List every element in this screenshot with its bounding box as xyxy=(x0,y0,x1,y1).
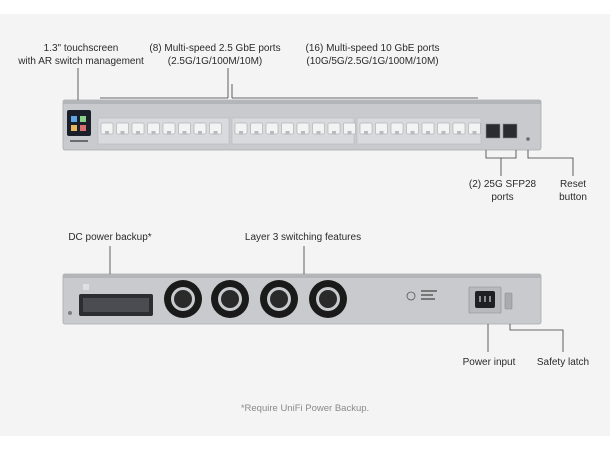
rear-label-text xyxy=(421,290,437,292)
ports-10g-label: (16) Multi-speed 10 GbE ports (10G/5G/2.… xyxy=(290,42,455,68)
touchscreen xyxy=(67,110,91,136)
dc-power-pins xyxy=(83,298,149,312)
rj45-port-latch xyxy=(285,131,290,134)
fan-hub xyxy=(270,290,288,308)
reset-button xyxy=(526,137,530,141)
rj45-port-latch xyxy=(379,131,384,134)
rear-label-text xyxy=(421,298,435,300)
rj45-port-group xyxy=(100,122,481,135)
qr-label xyxy=(83,284,89,290)
rj45-port-latch xyxy=(395,131,399,134)
rj45-port-latch xyxy=(167,131,171,134)
rj45-port-latch xyxy=(105,131,109,134)
power-pin xyxy=(489,296,491,302)
dc-power-label: DC power backup* xyxy=(68,232,152,243)
rj45-port-latch xyxy=(239,131,243,134)
rj45-port-latch xyxy=(332,131,336,134)
touchscreen-tile xyxy=(80,116,86,122)
rj45-port-latch xyxy=(426,131,430,134)
layer3-label: Layer 3 switching features xyxy=(244,232,362,243)
rj45-port-latch xyxy=(457,131,461,134)
rj45-port-latch xyxy=(347,131,352,134)
rj45-port-latch xyxy=(472,131,477,134)
rj45-port-latch xyxy=(270,131,274,134)
rj45-port-latch xyxy=(213,131,218,134)
safety-latch xyxy=(504,292,513,310)
ports-2-5g-label-line2: (2.5G/1G/100M/10M) xyxy=(167,56,263,67)
fan-hub xyxy=(319,290,337,308)
power-pin xyxy=(484,296,486,302)
front-leader-lines xyxy=(77,68,574,176)
rj45-port-latch xyxy=(364,131,368,134)
fan-hub xyxy=(174,290,192,308)
ports-10g-label-line2: (10G/5G/2.5G/1G/100M/10M) xyxy=(306,56,439,67)
ports-10g-leader xyxy=(231,84,478,99)
safety-latch-leader xyxy=(509,324,564,352)
power-input-label: Power input xyxy=(462,357,516,368)
rj45-port-latch xyxy=(410,131,415,134)
footnote: *Require UniFi Power Backup. xyxy=(240,403,370,414)
sfp28-label-line1: (2) 25G SFP28 xyxy=(468,179,537,190)
sfp28-port xyxy=(485,123,501,139)
touchscreen-label-line1: 1.3" touchscreen xyxy=(43,43,119,54)
ports-2-5g-leader xyxy=(100,68,229,99)
safety-latch-label: Safety latch xyxy=(536,357,590,368)
rj45-port-latch xyxy=(254,131,259,134)
ports-2-5g-label: (8) Multi-speed 2.5 GbE ports (2.5G/1G/1… xyxy=(130,42,300,68)
rj45-port-latch xyxy=(151,131,156,134)
rj45-port-latch xyxy=(301,131,305,134)
rj45-port-latch xyxy=(441,131,446,134)
rear-label-text xyxy=(421,294,433,296)
sfp28-port xyxy=(502,123,518,139)
power-pin xyxy=(479,296,481,302)
canvas-background xyxy=(0,14,610,436)
model-badge xyxy=(70,140,88,142)
ground-screw xyxy=(68,311,72,315)
fan-group xyxy=(164,280,347,318)
rear-top-edge xyxy=(63,274,541,278)
rj45-port-latch xyxy=(182,131,187,134)
rj45-port-latch xyxy=(136,131,140,134)
rear-leader-lines xyxy=(109,246,564,352)
touchscreen-tile xyxy=(80,125,86,131)
fan-hub xyxy=(221,290,239,308)
reset-label-line2: button xyxy=(559,192,587,203)
sfp28-label: (2) 25G SFP28 ports xyxy=(455,178,550,204)
reset-label: Reset button xyxy=(548,178,598,204)
ports-2-5g-label-line1: (8) Multi-speed 2.5 GbE ports xyxy=(149,43,281,54)
ubiquiti-logo-icon xyxy=(406,291,416,301)
front-top-edge xyxy=(63,100,541,104)
reset-leader xyxy=(527,150,574,176)
rj45-port-latch xyxy=(198,131,202,134)
reset-label-line1: Reset xyxy=(559,179,587,190)
touchscreen-label: 1.3" touchscreen with AR switch manageme… xyxy=(6,42,156,68)
sfp28-label-line2: ports xyxy=(491,192,514,203)
rj45-port-latch xyxy=(316,131,321,134)
touchscreen-tile xyxy=(71,125,77,131)
front-panel xyxy=(62,99,542,151)
touchscreen-tile xyxy=(71,116,77,122)
touchscreen-label-line2: with AR switch management xyxy=(18,56,144,67)
rj45-port-latch xyxy=(120,131,125,134)
ports-10g-label-line1: (16) Multi-speed 10 GbE ports xyxy=(305,43,440,54)
sfp28-leader xyxy=(485,150,517,176)
rear-panel xyxy=(62,273,542,325)
